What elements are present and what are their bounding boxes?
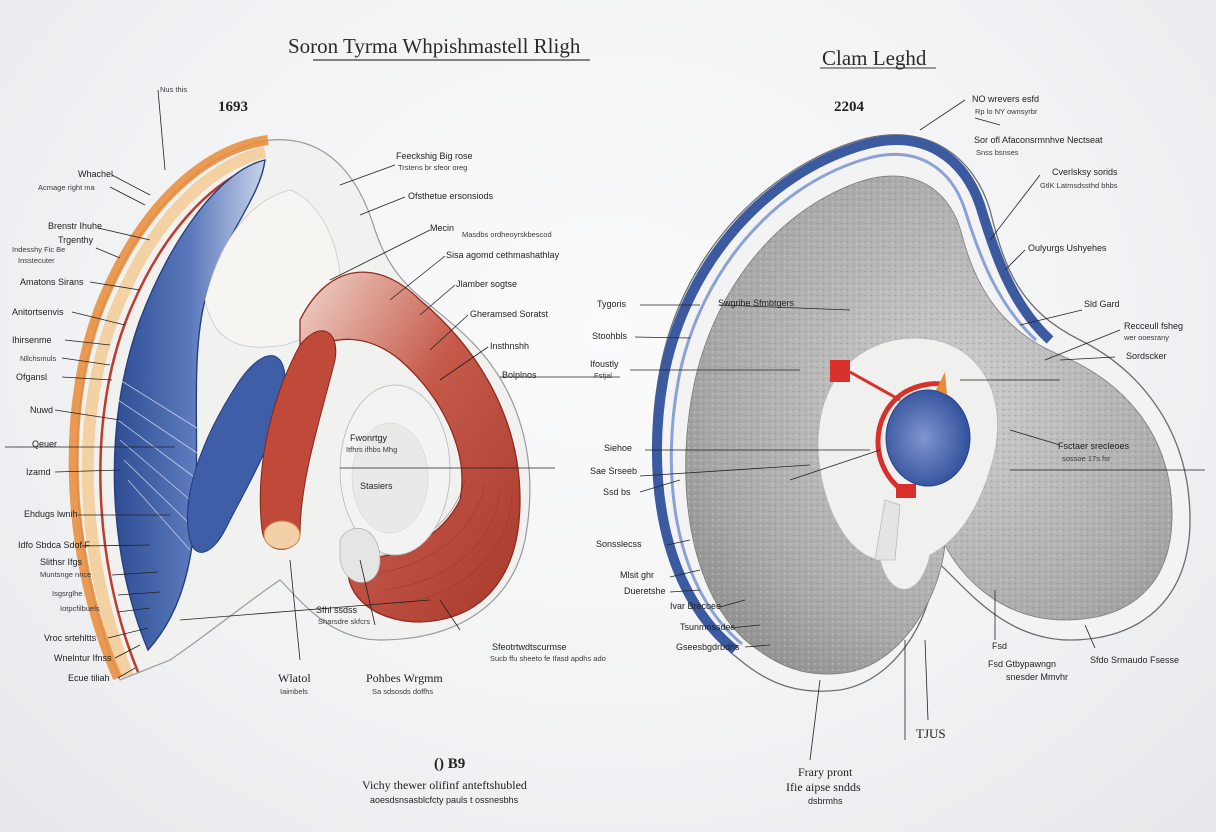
left-bottom-label-2-sub: Iaimbels bbox=[280, 687, 308, 696]
left-label-9: Nllchsmuls bbox=[20, 354, 57, 363]
left-inner-label-0: Fwonrtgy bbox=[350, 433, 388, 443]
right-top-label-5-sub: wer ooesrany bbox=[1124, 333, 1170, 342]
right-bottom-label-2: Fsd bbox=[992, 641, 1008, 651]
left-label-19: Wnelntur Ifnss bbox=[54, 653, 112, 663]
right-tag: TJUS bbox=[916, 726, 946, 741]
left-right-label-1: Ofsthetue ersonsiods bbox=[408, 191, 494, 201]
left-right-label-3: Sisa agomd cethmashathlay bbox=[446, 250, 560, 260]
left-bottom-label-0-sub: Sucb ffu sheeto fe Ifasd apdhs ado bbox=[490, 654, 606, 663]
right-top-label-2-sub: GtlK Latmsdssthd bhbs bbox=[1040, 181, 1118, 190]
left-label-17: Isgsrglhe bbox=[52, 589, 83, 598]
left-footer-mark: () B9 bbox=[434, 756, 466, 772]
left-label-5: Insstecuter bbox=[18, 256, 55, 265]
right-bottom-label-0: Fsd Gtbypawngn bbox=[988, 659, 1057, 669]
left-bottom-label-3: Pohbes Wrgmm bbox=[366, 671, 443, 685]
left-label-16-sub: Muntsnge nnce bbox=[40, 570, 92, 579]
right-top-label-0: NO wrevers esfd bbox=[972, 94, 1040, 104]
left-bottom-label-1: Sfhl ssdss bbox=[316, 605, 358, 615]
left-label-17-sub: Iotpcfilbuels bbox=[60, 604, 100, 613]
right-panel-year: 2204 bbox=[834, 99, 864, 115]
left-bottom-label-3-sub: Sa sdsosds doffhs bbox=[372, 687, 434, 696]
right-bottom-label-1: Sfdo Srmaudo Fsesse bbox=[1090, 655, 1180, 665]
right-left-label-0: Tygoris bbox=[597, 299, 627, 309]
left-bottom-label-0: Sfeotrtwdtscurmse bbox=[492, 642, 567, 652]
left-panel-title: Soron Tyrma Whpishmastell Rligh bbox=[288, 34, 581, 58]
left-label-12: Qeuer bbox=[32, 439, 58, 449]
left-right-label-6: Insthnshh bbox=[490, 341, 530, 351]
right-left-label-1: Stoohbls bbox=[592, 331, 628, 341]
left-label-0: Nus this bbox=[160, 85, 188, 94]
right-left-label-8: Tsunmnssdes bbox=[680, 622, 736, 632]
left-right-label-0: Feeckshig Big rose bbox=[396, 151, 473, 161]
left-label-20: Ecue tiliah bbox=[68, 673, 110, 683]
right-left-label-4: Ssd bs bbox=[603, 487, 631, 497]
right-organ bbox=[651, 134, 1191, 692]
right-top-label-6: Sordscker bbox=[1126, 351, 1167, 361]
left-organ bbox=[68, 135, 531, 681]
right-top-label-3: Oulyurgs Ushyehes bbox=[1028, 243, 1107, 253]
left-panel-year: 1693 bbox=[218, 99, 248, 115]
left-label-2: Acmage right ma bbox=[38, 183, 95, 192]
right-left-label-6: Mlsit ghr bbox=[620, 570, 655, 580]
right-footer-sub2: dsbrmhs bbox=[808, 796, 843, 806]
right-top-label-1-sub: Snss bsnses bbox=[976, 148, 1019, 157]
left-label-10: Ofgansl bbox=[16, 372, 48, 382]
left-right-label-2: Mecin bbox=[430, 223, 455, 233]
right-top-label-4: Sld Gard bbox=[1084, 299, 1120, 309]
right-left-label-2-sub: Fstjal bbox=[594, 371, 612, 380]
left-right-label-5: Gheramsed Soratst bbox=[470, 309, 549, 319]
right-footer-text: Frary pront bbox=[798, 765, 853, 779]
left-bottom-label-2: Wlatol bbox=[278, 671, 311, 685]
left-label-4: Trgenthy bbox=[58, 235, 94, 245]
right-left-label-3-sub: Sae Srseeb bbox=[590, 466, 638, 476]
left-label-15: Idfo Sbdca Sdof F bbox=[18, 540, 91, 550]
right-top-label-5: Recceull fsheg bbox=[1124, 321, 1184, 331]
right-top-label-1: Sor ofl Afaconsrmnhve Nectseat bbox=[974, 135, 1103, 145]
right-top-label-7: Fsctaer srecleoes bbox=[1058, 441, 1130, 451]
right-left-label-6-sub: Dueretshe bbox=[624, 586, 666, 596]
left-label-11: Nuwd bbox=[30, 405, 54, 415]
right-bottom-label-0-sub: snesder Mmvhr bbox=[1006, 672, 1069, 682]
left-label-1: Whachel bbox=[78, 169, 114, 179]
left-label-8: Ihirsenme bbox=[12, 335, 52, 345]
right-left-label-5: Sonsslecss bbox=[596, 539, 642, 549]
right-left-label-9: Gseesbgdrbdhs bbox=[676, 642, 740, 652]
right-inner-label: Swgrihe Sfmbtgers bbox=[718, 298, 795, 308]
left-label-13: Izamd bbox=[26, 467, 51, 477]
left-label-18: Vroc srtehltts bbox=[44, 633, 97, 643]
left-label-16: Slithsr Ifgs bbox=[40, 557, 83, 567]
left-bottom-label-1-sub: Sharsdre skfcrs bbox=[318, 617, 371, 626]
right-left-label-2: Ifoustly bbox=[590, 359, 619, 369]
left-right-label-2-sub: Masdbs ordheoyrskbescod bbox=[462, 230, 552, 239]
right-left-label-3: Siehoe bbox=[604, 443, 633, 453]
left-label-3: Brenstr Ihuhe bbox=[48, 221, 103, 231]
left-label-7: Anitortsenvis bbox=[12, 307, 64, 317]
right-top-label-0-sub: Rp lo NY ownsyrbr bbox=[975, 107, 1038, 116]
left-right-label-7: Bolplnos bbox=[502, 370, 537, 380]
left-label-6: Amatons Sirans bbox=[20, 277, 84, 287]
left-footer-sub: aoesdsnsasblcfcty pauls t ossnesbhs bbox=[370, 795, 519, 805]
left-inner-label-1: Itfhrs ifhbs Mhg bbox=[346, 445, 398, 454]
right-top-label-2: Cverlsksy sorids bbox=[1052, 167, 1118, 177]
left-inner-label-2: Stasiers bbox=[360, 481, 393, 491]
left-right-label-0-sub: Trstens br sfeor oreg bbox=[398, 163, 468, 172]
right-left-label-7: Ivar Brecoee bbox=[670, 601, 722, 611]
right-footer-sub: Ifie aipse sndds bbox=[786, 780, 861, 794]
right-top-label-7-sub: sossoe 17s fsr bbox=[1062, 454, 1111, 463]
leader-lines bbox=[5, 89, 1205, 761]
right-panel-title: Clam Leghd bbox=[822, 46, 927, 70]
left-footer-text: Vichy thewer olifinf anteftshubled bbox=[362, 778, 527, 792]
left-label-14: Ehdugs lwnih bbox=[24, 509, 78, 519]
left-label-4-sub: Indesshy Fic Be bbox=[12, 245, 66, 254]
left-right-label-4: Jlamber sogtse bbox=[456, 279, 518, 289]
